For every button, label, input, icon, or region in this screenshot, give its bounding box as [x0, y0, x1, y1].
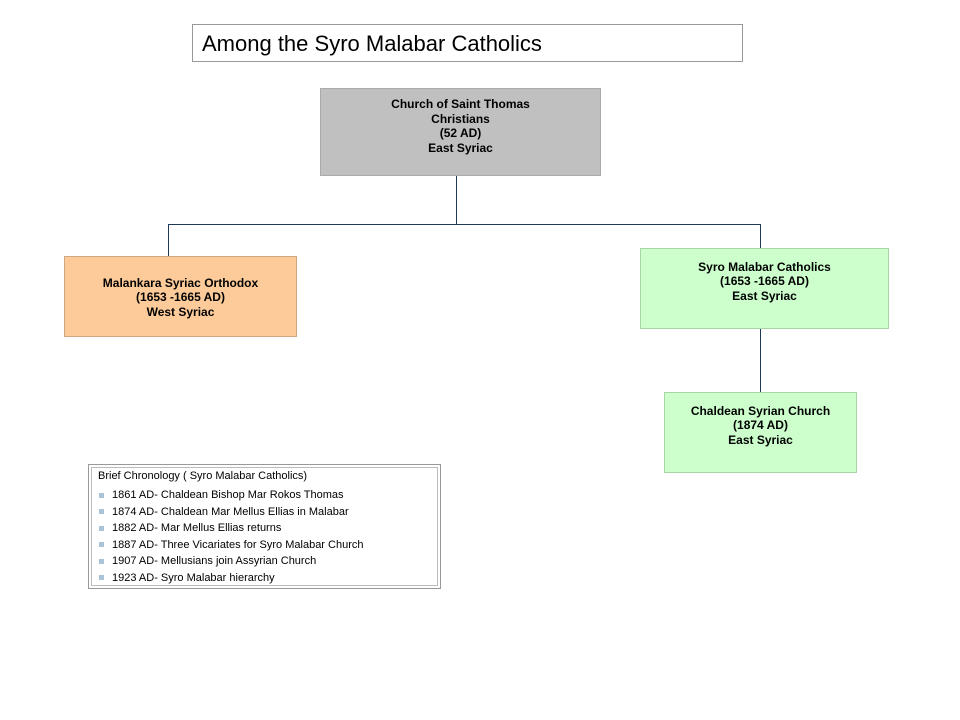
node-malankara-syriac-orthodox: Malankara Syriac Orthodox (1653 -1665 AD… — [64, 256, 297, 337]
title-box: Among the Syro Malabar Catholics — [192, 24, 743, 62]
bullet-icon — [99, 558, 104, 564]
chronology-item: 1887 AD- Three Vicariates for Syro Malab… — [99, 537, 364, 554]
node-line: Malankara Syriac Orthodox — [102, 275, 259, 290]
bullet-icon — [99, 509, 104, 515]
chronology-item-text: 1861 AD- Chaldean Bishop Mar Rokos Thoma… — [112, 489, 344, 502]
node-line: Christians — [431, 111, 490, 126]
node-line: East Syriac — [728, 432, 793, 447]
node-church-of-saint-thomas: Church of Saint Thomas Christians (52 AD… — [320, 88, 601, 176]
node-line: (1874 AD) — [733, 418, 788, 433]
bullet-icon — [99, 492, 104, 498]
chronology-item-text: 1887 AD- Three Vicariates for Syro Malab… — [112, 538, 364, 551]
chronology-item-text: 1907 AD- Mellusians join Assyrian Church — [112, 555, 317, 568]
chronology-item-text: 1874 AD- Chaldean Mar Mellus Ellias in M… — [112, 505, 349, 518]
bullet-icon — [99, 575, 104, 581]
chronology-item-text: 1923 AD- Syro Malabar hierarchy — [112, 571, 275, 584]
node-syro-malabar-catholics: Syro Malabar Catholics (1653 -1665 AD) E… — [640, 248, 889, 329]
chronology-item: 1907 AD- Mellusians join Assyrian Church — [99, 553, 364, 570]
chronology-item: 1861 AD- Chaldean Bishop Mar Rokos Thoma… — [99, 487, 364, 504]
node-line: (1653 -1665 AD) — [720, 274, 809, 289]
page-title: Among the Syro Malabar Catholics — [202, 31, 542, 56]
node-chaldean-syrian-church: Chaldean Syrian Church (1874 AD) East Sy… — [664, 392, 857, 473]
chronology-item: 1882 AD- Mar Mellus Ellias returns — [99, 520, 364, 537]
chronology-item: 1874 AD- Chaldean Mar Mellus Ellias in M… — [99, 504, 364, 521]
chronology-box: Brief Chronology ( Syro Malabar Catholic… — [88, 464, 441, 589]
node-line: Chaldean Syrian Church — [690, 403, 831, 418]
node-line: (52 AD) — [439, 126, 482, 140]
node-line: Church of Saint Thomas — [391, 97, 530, 111]
chronology-title: Brief Chronology ( Syro Malabar Catholic… — [98, 470, 308, 482]
node-line: (1653 -1665 AD) — [136, 290, 225, 305]
node-line: West Syriac — [146, 304, 215, 319]
node-line: East Syriac — [732, 288, 797, 303]
bullet-icon — [99, 542, 104, 548]
node-line: Syro Malabar Catholics — [698, 259, 831, 274]
chronology-item: 1923 AD- Syro Malabar hierarchy — [99, 570, 364, 587]
bullet-icon — [99, 525, 104, 531]
node-line: East Syriac — [428, 140, 493, 155]
chronology-list: 1861 AD- Chaldean Bishop Mar Rokos Thoma… — [99, 487, 364, 586]
chronology-item-text: 1882 AD- Mar Mellus Ellias returns — [112, 522, 282, 535]
